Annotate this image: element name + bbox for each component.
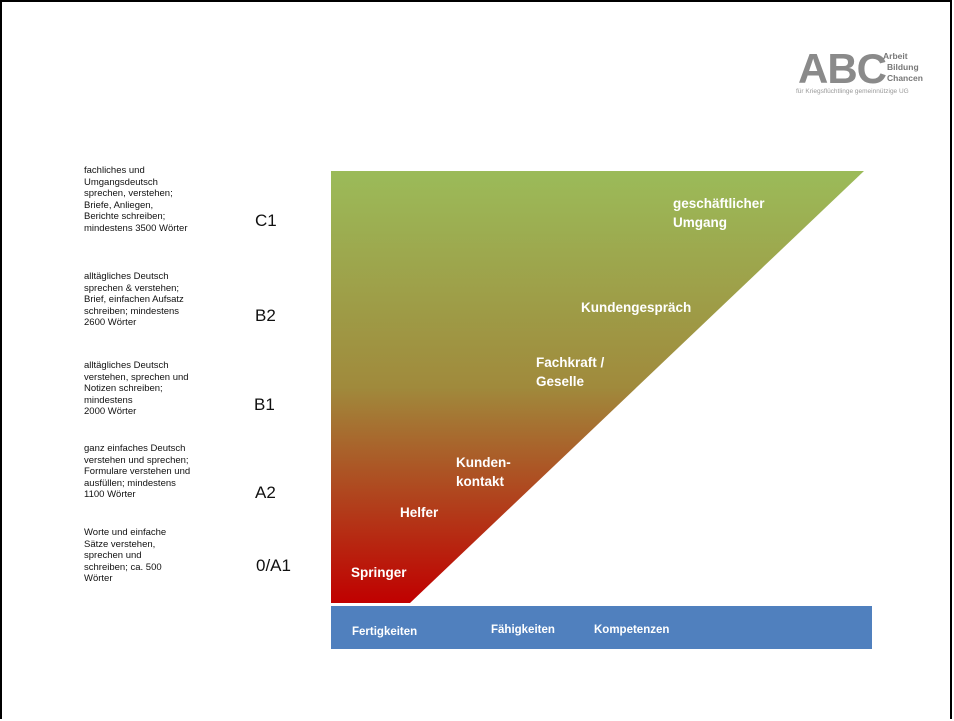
logo-words: Arbeit Bildung Chancen [883, 51, 923, 84]
logo-tagline: für Kriegsflüchtlinge gemeinnützige UG [796, 88, 909, 95]
level-desc-c1: fachliches und Umgangsdeutsch sprechen, … [84, 165, 188, 234]
label-helfer: Helfer [400, 505, 439, 520]
triangle-shape [331, 171, 864, 603]
bar-label-faehigkeiten: Fähigkeiten [491, 624, 555, 636]
level-code-a2: A2 [255, 483, 276, 502]
bar-label-fertigkeiten: Fertigkeiten [352, 626, 418, 638]
level-desc-a2: ganz einfaches Deutsch verstehen und spr… [84, 443, 191, 501]
logo-word-arbeit: Arbeit [883, 51, 908, 61]
label-geschaeftlicher-umgang: geschäftlicher Umgang [673, 196, 765, 230]
label-springer: Springer [351, 565, 407, 580]
logo-abc-letters: ABC [798, 45, 887, 92]
level-desc-b1: alltägliches Deutsch verstehen, sprechen… [84, 360, 189, 418]
bar-label-kompetenzen: Kompetenzen [594, 624, 670, 636]
label-kundengespraech: Kundengespräch [581, 300, 692, 315]
level-code-b2: B2 [255, 306, 276, 325]
logo-word-bildung: Bildung [887, 62, 919, 72]
level-code-b1: B1 [254, 395, 275, 414]
logo-word-chancen: Chancen [887, 73, 923, 83]
level-desc-b2: alltägliches Deutsch sprechen & verstehe… [84, 271, 184, 329]
label-kundenkontakt: Kunden- kontakt [456, 455, 511, 489]
level-code-c1: C1 [255, 211, 277, 230]
level-desc-a1: Worte und einfache Sätze verstehen, spre… [84, 527, 167, 585]
label-fachkraft-geselle: Fachkraft / Geselle [536, 355, 605, 389]
skills-bar [331, 606, 872, 649]
abc-logo: ABC Arbeit Bildung Chancen für Kriegsflü… [792, 48, 932, 100]
level-code-a1: 0/A1 [256, 556, 291, 575]
